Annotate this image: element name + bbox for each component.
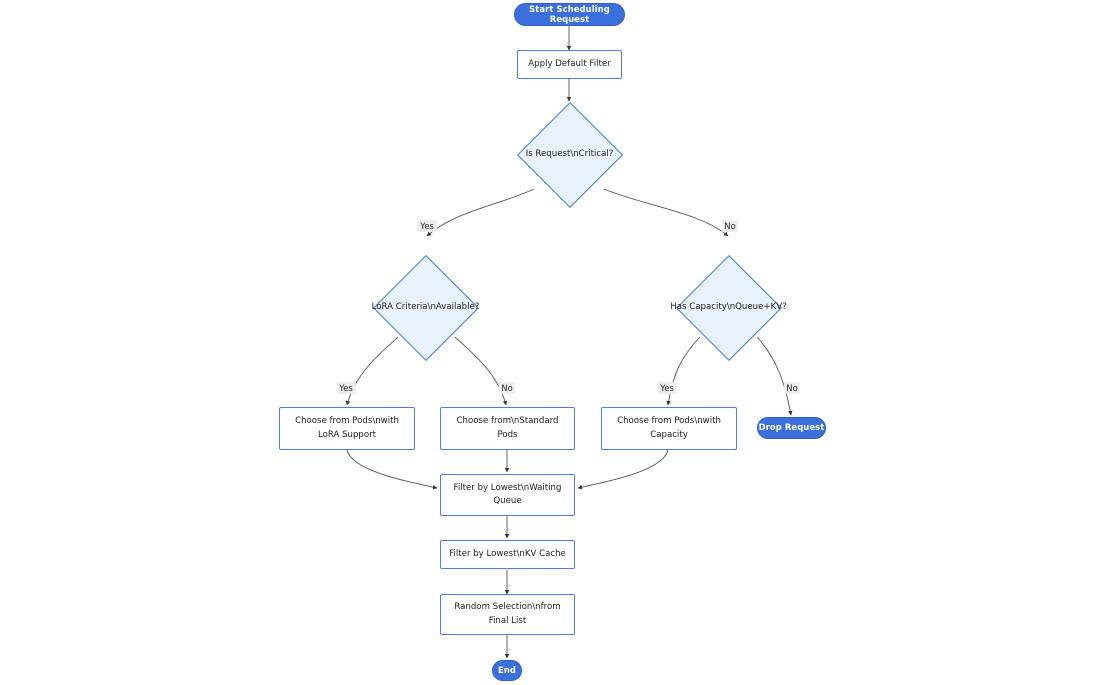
- edge-choose-capacity-pods-to-filter-waiting-queue: [577, 449, 669, 490]
- node-is-request-critical-label: Is Request\nCritical?: [525, 149, 614, 160]
- node-choose-standard-pods-label: Choose from\nStandard Pods: [457, 415, 559, 442]
- line-2: LoRA Support: [317, 429, 377, 440]
- edge-label-lora-no: No: [498, 381, 516, 395]
- line-2: Capacity: [650, 429, 688, 440]
- line-1: Random Selection\nfrom: [454, 602, 561, 613]
- node-drop-request-label: Drop Request: [758, 422, 825, 433]
- node-lora-criteria-available-label: LoRA Criteria\nAvailable?: [371, 302, 480, 313]
- node-is-request-critical[interactable]: Is Request\nCritical?: [516, 101, 623, 208]
- line-1: Filter by Lowest\nWaiting: [453, 482, 562, 493]
- edge-label-capacity-no: No: [783, 381, 801, 395]
- line-1: Choose from Pods\nwith: [617, 416, 721, 427]
- node-filter-kv-cache[interactable]: Filter by Lowest\nKV Cache: [440, 540, 575, 569]
- edge-label-lora-yes: Yes: [336, 381, 356, 395]
- node-apply-default-filter[interactable]: Apply Default Filter: [517, 50, 622, 79]
- node-filter-waiting-queue-label: Filter by Lowest\nWaiting Queue: [454, 482, 562, 509]
- node-start[interactable]: Start Scheduling Request: [514, 3, 625, 26]
- edge-label-capacity-yes: Yes: [657, 381, 677, 395]
- line-2: Final List: [488, 615, 527, 626]
- node-choose-capacity-pods[interactable]: Choose from Pods\nwith Capacity: [601, 407, 737, 450]
- node-lora-criteria-available[interactable]: LoRA Criteria\nAvailable?: [372, 254, 479, 361]
- node-choose-lora-pods[interactable]: Choose from Pods\nwith LoRA Support: [279, 407, 415, 450]
- node-random-selection-label: Random Selection\nfrom Final List: [454, 601, 560, 628]
- node-has-capacity[interactable]: Has Capacity\nQueue+KV?: [670, 254, 787, 361]
- node-end-label: End: [498, 664, 516, 675]
- node-filter-waiting-queue[interactable]: Filter by Lowest\nWaiting Queue: [440, 474, 575, 516]
- node-random-selection[interactable]: Random Selection\nfrom Final List: [440, 594, 575, 635]
- edge-label-critical-no: No: [721, 219, 739, 233]
- node-apply-default-filter-label: Apply Default Filter: [528, 58, 611, 69]
- node-end[interactable]: End: [492, 660, 522, 681]
- line-1: Choose from\nStandard: [456, 416, 559, 427]
- node-drop-request[interactable]: Drop Request: [757, 417, 826, 439]
- line-1: Choose from Pods\nwith: [295, 416, 399, 427]
- node-choose-standard-pods[interactable]: Choose from\nStandard Pods: [440, 407, 575, 450]
- line-2: Queue: [493, 496, 522, 506]
- edge-label-critical-yes: Yes: [417, 219, 437, 233]
- node-has-capacity-label: Has Capacity\nQueue+KV?: [670, 302, 787, 313]
- line-2: Pods: [497, 429, 518, 440]
- node-choose-capacity-pods-label: Choose from Pods\nwith Capacity: [617, 415, 721, 442]
- edge-choose-lora-pods-to-filter-waiting-queue: [346, 449, 438, 490]
- node-choose-lora-pods-label: Choose from Pods\nwith LoRA Support: [295, 415, 399, 442]
- node-start-label: Start Scheduling Request: [529, 3, 610, 24]
- node-filter-kv-cache-label: Filter by Lowest\nKV Cache: [449, 548, 566, 559]
